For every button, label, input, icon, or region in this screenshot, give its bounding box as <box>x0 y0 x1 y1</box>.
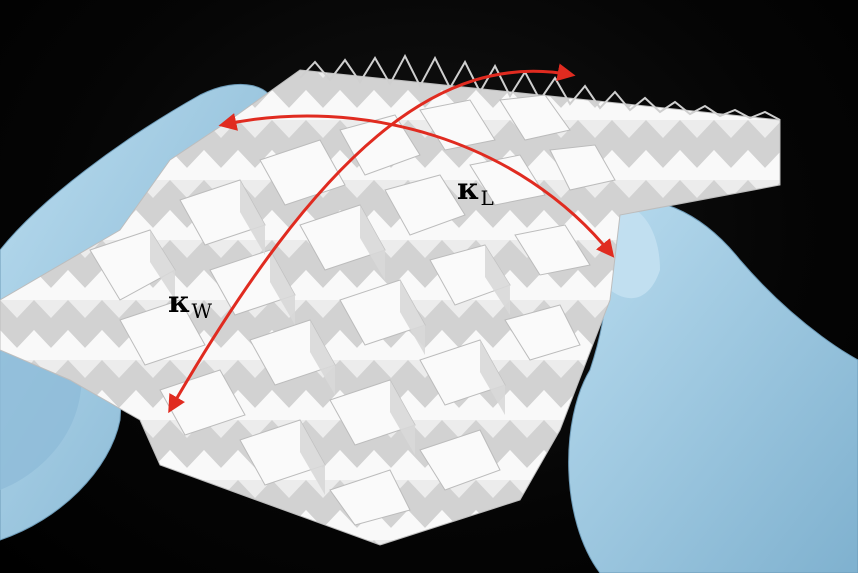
kappa-l-symbol: κ <box>457 172 480 207</box>
kappa-w-label: κW <box>168 285 213 323</box>
kappa-w-arrow <box>168 63 576 414</box>
kappa-l-label: κL <box>457 172 494 210</box>
kappa-w-symbol: κ <box>168 285 191 320</box>
kappa-w-subscript: W <box>191 299 213 323</box>
kappa-l-subscript: L <box>480 186 494 210</box>
